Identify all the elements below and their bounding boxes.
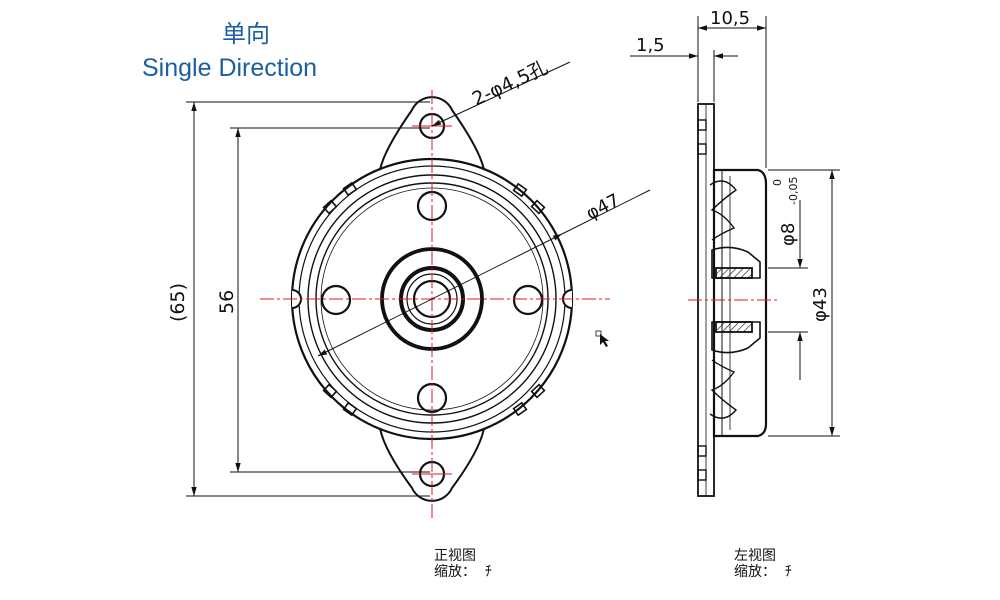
front-view-name: 正视图 <box>434 548 476 564</box>
bearing-top <box>715 267 753 279</box>
hub-section-bottom <box>711 321 761 354</box>
inner-hole-right <box>512 284 544 316</box>
side-clips <box>697 119 707 481</box>
left-scale-value: ﾁ <box>784 564 792 580</box>
rim-clips <box>322 181 546 417</box>
overall-height-label: (65) <box>167 283 189 322</box>
front-scale-label: 缩放： <box>434 564 476 580</box>
front-dimensions <box>186 61 651 497</box>
front-centerlines <box>260 90 610 520</box>
shaft-tolerance-upper: 0 <box>771 179 784 186</box>
body-diameter-label: φ43 <box>810 287 831 322</box>
flange-thickness-label: 1,5 <box>636 35 665 56</box>
side-dimensions <box>630 16 840 437</box>
inner-hole-left <box>320 284 352 316</box>
shaft-tolerance-lower: -0,05 <box>787 177 800 205</box>
left-view-caption: 左视图 缩放： ﾁ <box>734 548 792 580</box>
hole-spacing-label: 56 <box>216 290 238 314</box>
front-view-caption: 正视图 缩放： ﾁ <box>434 548 492 580</box>
outer-diameter-label: φ47 <box>583 190 624 225</box>
mouse-cursor-icon <box>595 330 609 347</box>
shaft-diameter-label: φ8 <box>778 223 799 246</box>
hole-spec-label: 2-φ4,5孔 <box>469 56 551 110</box>
spring-top <box>709 180 738 241</box>
side-view <box>697 103 768 497</box>
title-english: Single Direction <box>142 54 318 82</box>
spring-bottom <box>709 359 738 419</box>
hub-section-top <box>711 246 761 279</box>
bearing-bottom <box>715 321 753 333</box>
left-view-name: 左视图 <box>734 548 776 564</box>
total-thickness-label: 10,5 <box>710 8 750 29</box>
front-scale-value: ﾁ <box>484 564 492 580</box>
title-chinese: 单向 <box>222 20 270 48</box>
left-scale-label: 缩放： <box>734 564 776 580</box>
